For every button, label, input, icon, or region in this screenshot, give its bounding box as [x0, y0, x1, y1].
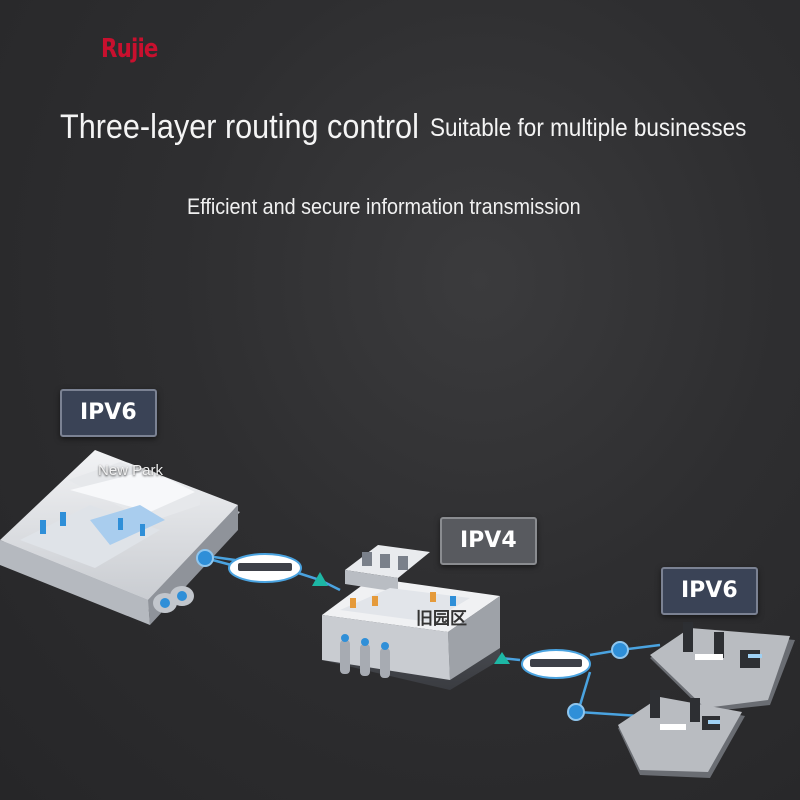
ipv6-tag-left: IPV6 [60, 389, 157, 437]
switch-node-left [196, 549, 328, 586]
old-park-building [322, 545, 500, 690]
headline: Three-layer routing control [60, 108, 419, 146]
brand-logo: Rujie [101, 34, 158, 64]
ipv6-tag-right: IPV6 [661, 567, 758, 615]
office-platform-bottom [618, 690, 745, 778]
new-park-building [0, 450, 240, 625]
headline-suffix: Suitable for multiple businesses [430, 114, 747, 142]
office-platform-top [650, 622, 795, 712]
subheadline: Efficient and secure information transmi… [187, 194, 581, 219]
ipv4-tag: IPV4 [440, 517, 537, 565]
new-park-label: New Park [98, 462, 164, 479]
old-park-label: 旧园区 [416, 609, 467, 629]
switch-node-right [494, 641, 629, 721]
